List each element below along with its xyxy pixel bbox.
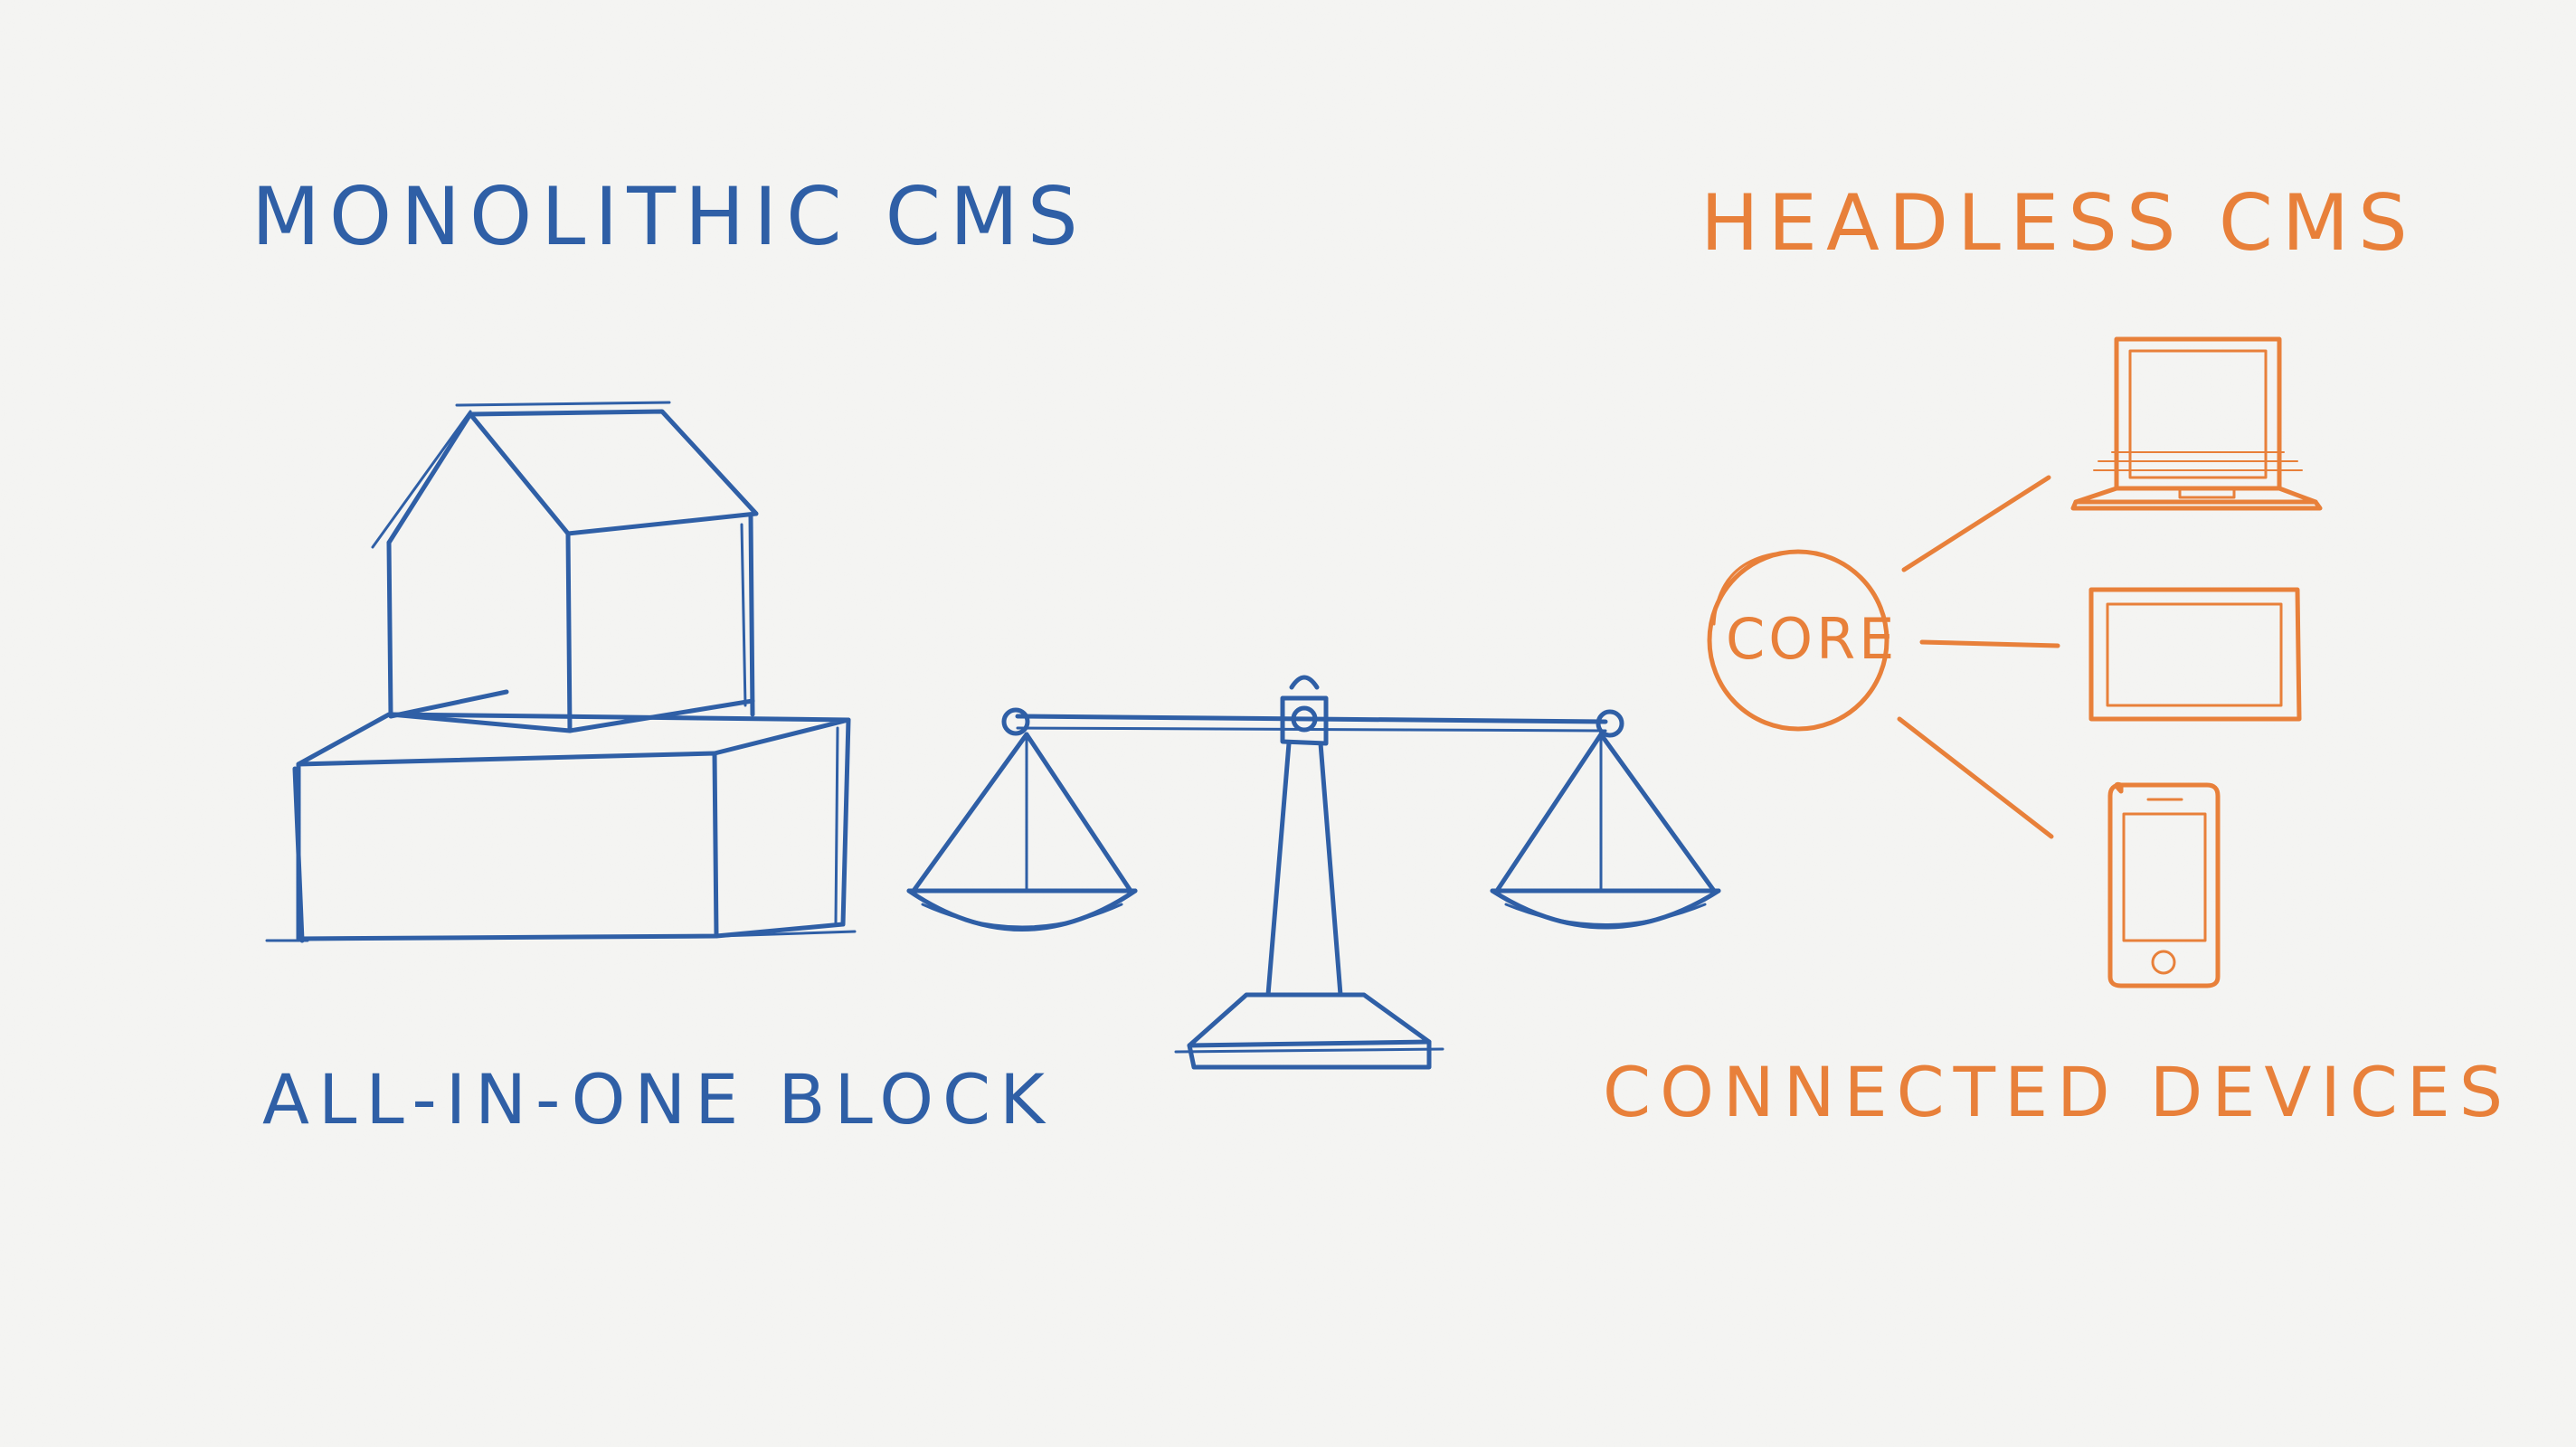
all-in-one-block-caption: ALL-IN-ONE BLOCK [262,1059,1054,1140]
laptop-icon [2070,336,2323,511]
monolith-block-icon [265,689,857,943]
core-hub-icon [1707,549,1889,732]
core-hub-label: CORE [1726,606,1899,672]
balance-scale-icon [906,675,1721,1070]
tablet-icon [2088,587,2302,722]
headless-cms-title: HEADLESS CMS [1700,178,2417,269]
connected-devices-caption: CONNECTED DEVICES [1603,1052,2513,1132]
monolithic-cms-title: MONOLITHIC CMS [251,170,1087,263]
connector-lines [1897,475,2060,839]
house-icon [371,401,759,733]
smartphone-icon [2107,781,2221,988]
